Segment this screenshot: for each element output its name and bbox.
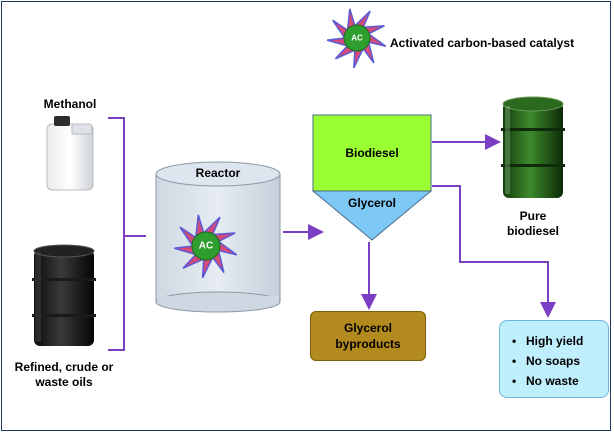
process-to-results-arrow [432,185,556,318]
byproducts-line1: Glycerol [343,321,393,335]
oils-label: Refined, crude or waste oils [4,360,124,390]
catalyst-badge-text: AC [351,34,363,43]
catalyst-core [191,231,221,261]
biodiesel-layer-label: Biodiesel [345,146,399,160]
results-item-text: No waste [526,374,579,388]
methanol-label: Methanol [43,97,97,111]
glycerol-byproducts-box: Glycerol byproducts [310,311,426,361]
pure-biodiesel-line1: Pure [519,209,547,223]
catalyst-core [343,24,371,52]
reactor-catalyst-icon: AC [173,214,238,279]
legend-catalyst-icon: AC [326,8,387,69]
results-item-text: High yield [526,334,584,348]
legend-catalyst-label: Activated carbon-based catalyst [390,36,575,50]
pure-biodiesel-line2: biodiesel [506,224,559,238]
byproducts-text: Glycerol byproducts [335,320,400,352]
reactor-label: Reactor [195,166,241,180]
pure-biodiesel-label: Pure biodiesel [493,209,573,239]
methanol-container-icon [46,116,94,191]
results-item-text: No soaps [526,354,581,368]
byproducts-line2: byproducts [335,337,401,351]
oil-drum-icon [32,244,96,346]
results-item: •No soaps [512,354,581,368]
results-list: •High yield •No soaps •No waste [512,331,583,391]
pure-biodiesel-drum-icon [501,96,565,198]
input-bracket [108,117,146,351]
oils-label-line2: waste oils [35,375,93,389]
results-item: •High yield [512,334,584,348]
results-box: •High yield •No soaps •No waste [499,320,609,398]
glycerol-layer-label: Glycerol [347,196,397,210]
results-item: •No waste [512,374,579,388]
separator-funnel [311,114,433,241]
oils-label-line1: Refined, crude or [14,360,114,374]
catalyst-badge-text: AC [199,241,213,252]
